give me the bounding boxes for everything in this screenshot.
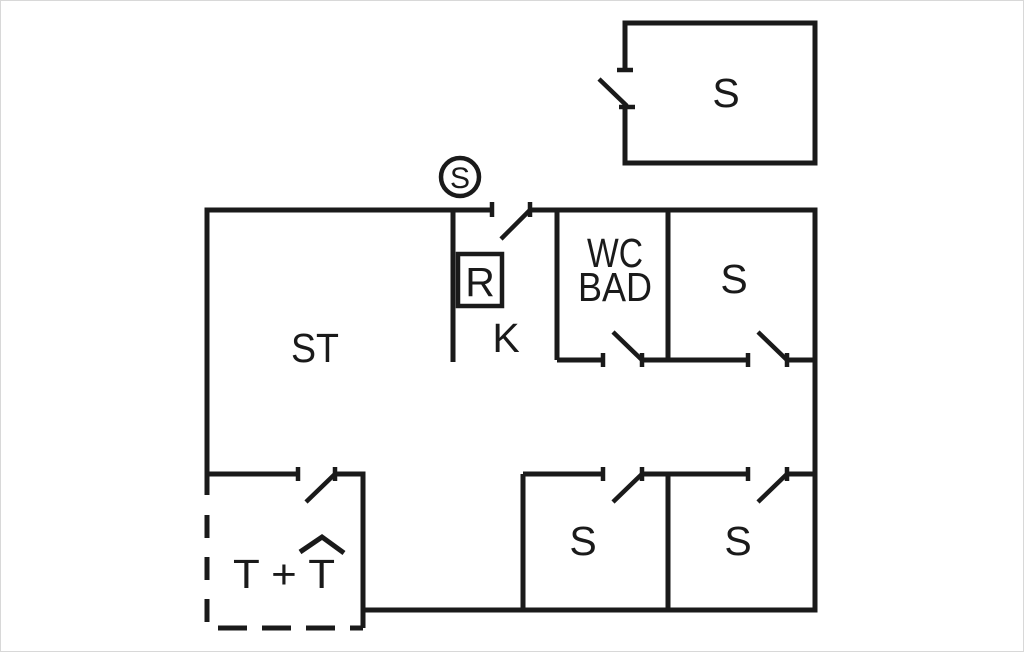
bedroom-bottom-left-door-swing-icon <box>611 472 644 504</box>
boxed-r-symbol: R <box>455 251 505 309</box>
annex-door-jamb-ticks <box>617 67 635 110</box>
annex-walls <box>622 20 818 166</box>
terrace-door-swing-icon <box>304 472 337 504</box>
kitchen-label: K <box>492 315 519 361</box>
annex-door-swing-icon <box>597 77 629 108</box>
exterior-walls <box>204 207 818 628</box>
boxed-r-outline-icon <box>455 251 505 309</box>
bedroom-bottom-right-label: S <box>724 518 751 564</box>
entrance-door-swing-icon <box>499 208 532 241</box>
living-room-label: ST <box>291 325 339 371</box>
bathroom-walls <box>554 210 815 363</box>
interior-upper-rooms <box>450 210 815 367</box>
bedroom-top-right-label: S <box>720 256 747 302</box>
bathroom-label-wc: WC <box>587 230 643 276</box>
circled-s-outline-icon <box>438 155 482 199</box>
annex-bedroom: S <box>597 20 818 166</box>
bedroom-top-door-swing-icon <box>756 330 789 362</box>
terrace-label-group: T + T <box>233 533 346 597</box>
circled-s-letter: S <box>450 162 470 195</box>
circled-s-symbol: S <box>438 155 482 199</box>
bedroom-bottom-right-door-swing-icon <box>756 472 789 504</box>
interior-bottom-rooms <box>520 467 815 610</box>
bottom-bedroom-walls <box>520 471 815 610</box>
bathroom-label-bad: BAD <box>578 264 652 310</box>
bathroom-door-swing-icon <box>611 330 644 362</box>
entrance-door-jamb-ticks <box>489 202 533 217</box>
bedroom-bottom-left-label: S <box>569 518 596 564</box>
terrace-label: T + T <box>233 551 335 597</box>
roof-hat-icon <box>298 533 346 556</box>
boxed-r-letter: R <box>465 259 495 305</box>
main-building <box>204 202 818 631</box>
annex-room-label: S <box>712 70 739 116</box>
